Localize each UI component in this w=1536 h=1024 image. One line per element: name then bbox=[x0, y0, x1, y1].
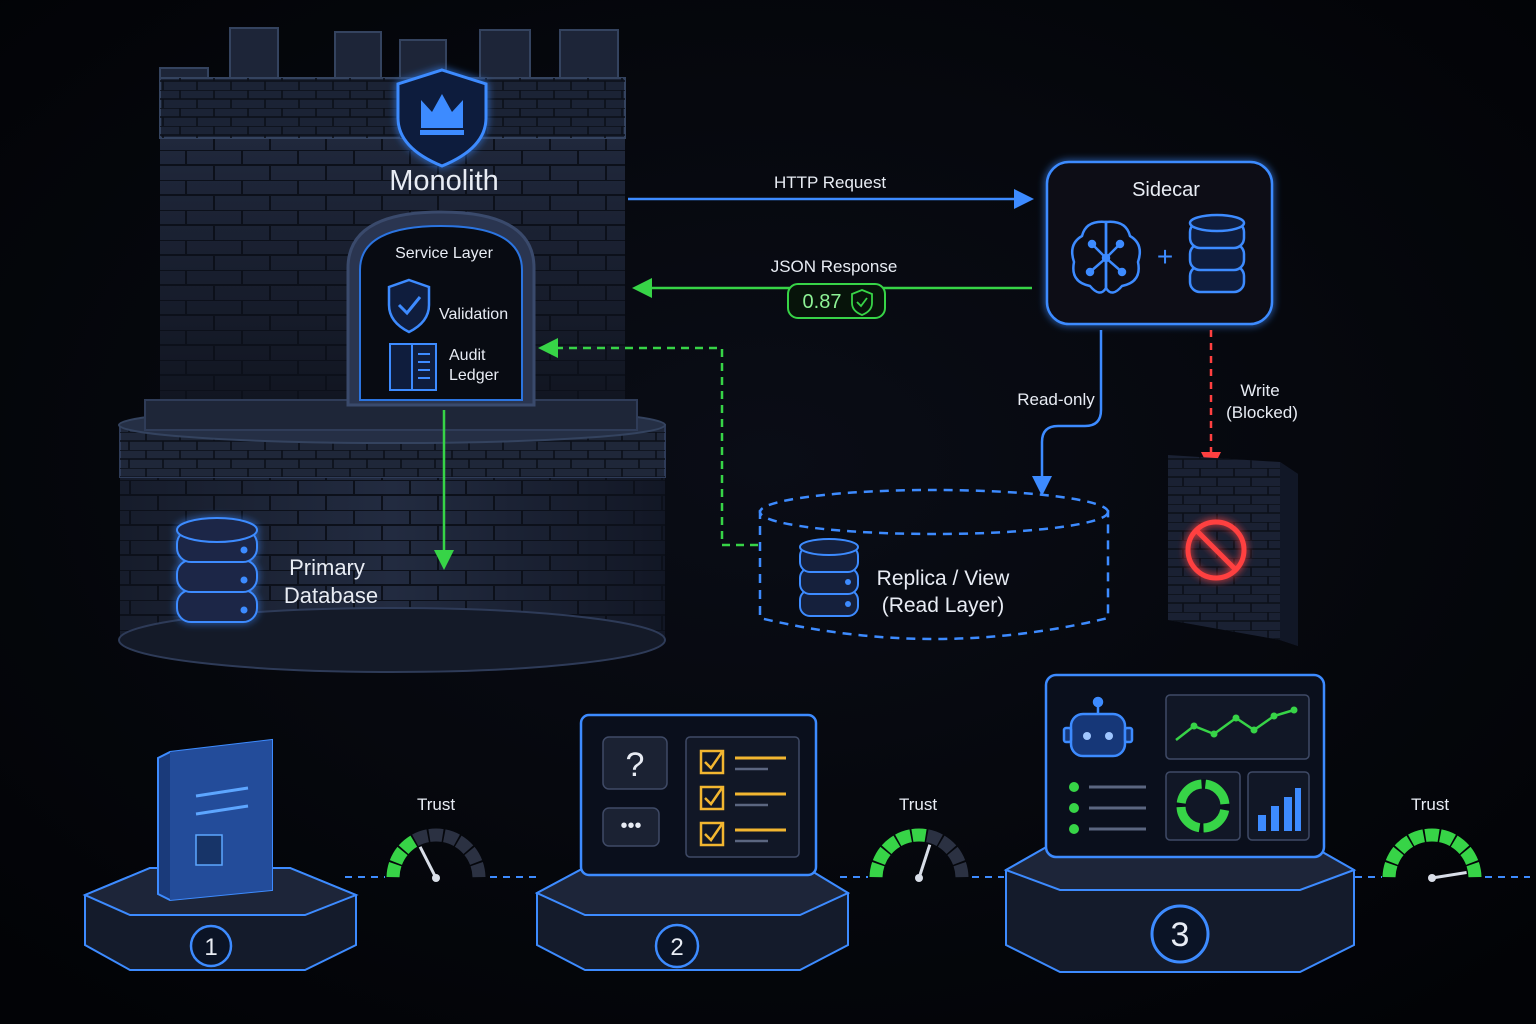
chat-dots-icon: ••• bbox=[620, 815, 641, 837]
response-score-badge: 0.87 bbox=[787, 283, 886, 319]
trust-gauge-1: Trust bbox=[386, 795, 486, 882]
trust-gauge-segment bbox=[412, 829, 430, 847]
checklist-screen-icon: ? ••• bbox=[579, 713, 818, 877]
donut-chart-icon bbox=[1176, 779, 1230, 833]
primary-database-line2: Database bbox=[284, 583, 378, 608]
trust-gauge-hub bbox=[915, 874, 923, 882]
trust-label-2: Trust bbox=[899, 795, 937, 814]
trust-gauge-segment bbox=[386, 861, 402, 878]
json-response-arrow: JSON Response 0.87 bbox=[632, 257, 1032, 319]
crown-shield-icon bbox=[396, 68, 488, 168]
trust-gauge-segment bbox=[454, 835, 474, 855]
trust-gauge-segment bbox=[947, 846, 966, 866]
read-only-arrow: Read-only bbox=[1017, 330, 1103, 496]
trust-gauge-segment bbox=[1394, 835, 1414, 855]
sidecar-plus: + bbox=[1157, 241, 1173, 272]
trust-gauge-3: Trust bbox=[1382, 795, 1482, 882]
castle-base bbox=[118, 406, 666, 673]
sidecar-box: Sidecar + bbox=[1045, 160, 1274, 326]
http-request-arrow: HTTP Request bbox=[628, 173, 1034, 209]
document-book-icon bbox=[157, 738, 273, 902]
trust-gauge-segment bbox=[895, 829, 913, 847]
trust-gauge-segment bbox=[470, 861, 486, 878]
read-only-label: Read-only bbox=[1017, 390, 1095, 409]
trust-gauge-hub bbox=[432, 874, 440, 882]
stage-2-pedestal bbox=[534, 869, 851, 971]
blocked-icon bbox=[1185, 519, 1247, 581]
monolith-castle: Monolith Service Layer Validation Audit … bbox=[118, 27, 666, 673]
trust-gauge-needle bbox=[1431, 871, 1467, 880]
stage-1-number-badge: 1 bbox=[189, 924, 233, 968]
write-blocked-arrow: Write (Blocked) bbox=[1201, 330, 1298, 472]
trust-gauge-segment bbox=[1438, 829, 1456, 847]
checklist-check-icons bbox=[699, 749, 725, 847]
trust-gauge-segment bbox=[389, 846, 408, 866]
write-label-line1: Write bbox=[1240, 381, 1279, 400]
trust-gauge-segment bbox=[925, 829, 943, 847]
primary-database-line1: Primary bbox=[289, 555, 365, 580]
validation-shield-icon bbox=[387, 278, 431, 334]
stage-2-number-badge: 2 bbox=[654, 923, 700, 969]
trust-gauge-segment bbox=[1408, 829, 1426, 847]
trust-gauge-segment bbox=[1450, 835, 1470, 855]
list-items-icon bbox=[1069, 782, 1146, 834]
stage-1: 1 bbox=[82, 738, 359, 971]
audit-ledger-book-icon bbox=[389, 343, 437, 391]
stage-3-number: 3 bbox=[1171, 916, 1190, 954]
trust-gauge-2: Trust bbox=[869, 795, 969, 882]
trust-gauge-segment bbox=[428, 828, 444, 842]
trust-gauge-segment bbox=[953, 861, 969, 878]
database-icon bbox=[1188, 213, 1246, 294]
trust-gauge-segment bbox=[1385, 846, 1404, 866]
trust-gauge-segment bbox=[464, 846, 483, 866]
stage-2: ? ••• 2 bbox=[534, 713, 851, 971]
trust-gauge-hub bbox=[1428, 874, 1436, 882]
trust-gauge-segment bbox=[911, 828, 927, 842]
question-icon: ? bbox=[626, 746, 645, 784]
sidecar-title: Sidecar bbox=[1132, 179, 1200, 201]
audit-dashed-arrow bbox=[538, 338, 758, 547]
trust-gauge-segment bbox=[1424, 828, 1440, 842]
trust-gauge-needle bbox=[917, 844, 932, 879]
service-layer-title: Service Layer bbox=[395, 245, 493, 262]
trust-gauge-segment bbox=[881, 835, 901, 855]
trust-gauge-segment bbox=[937, 835, 957, 855]
robot-icon bbox=[1062, 696, 1134, 758]
primary-database-icon bbox=[176, 517, 258, 623]
trust-gauge-segment bbox=[869, 861, 885, 878]
trust-gauge-segment bbox=[442, 829, 460, 847]
trust-gauge-segment bbox=[1382, 861, 1398, 878]
monolith-title: Monolith bbox=[389, 165, 499, 197]
trust-gauge-segment bbox=[872, 846, 891, 866]
brain-icon bbox=[1071, 220, 1141, 294]
stage-1-number: 1 bbox=[204, 934, 217, 961]
bar-chart-icon bbox=[1258, 788, 1301, 831]
dashboard-screen-icon bbox=[1044, 673, 1326, 859]
blocked-firewall bbox=[1168, 455, 1298, 646]
verified-check-icon bbox=[851, 289, 873, 316]
trust-gauge-segment bbox=[398, 835, 418, 855]
write-label-line2: (Blocked) bbox=[1226, 403, 1298, 422]
trust-gauge-needle bbox=[418, 846, 438, 879]
json-response-label: JSON Response bbox=[771, 257, 898, 276]
audit-label-line2: Ledger bbox=[449, 367, 499, 384]
stage-3-number-badge: 3 bbox=[1150, 904, 1210, 964]
trust-gauge-segment bbox=[1460, 846, 1479, 866]
replica-database-icon bbox=[799, 538, 859, 617]
service-layer-gate: Service Layer Validation Audit Ledger bbox=[346, 210, 536, 407]
audit-label-line1: Audit bbox=[449, 347, 486, 364]
replica-label-line2: (Read Layer) bbox=[882, 594, 1005, 617]
trust-label-1: Trust bbox=[417, 795, 455, 814]
response-score: 0.87 bbox=[803, 291, 842, 313]
stage-2-number: 2 bbox=[670, 934, 683, 961]
trust-label-3: Trust bbox=[1411, 795, 1449, 814]
stage-3: 3 bbox=[1003, 673, 1357, 973]
http-request-label: HTTP Request bbox=[774, 173, 886, 192]
validation-label: Validation bbox=[439, 306, 508, 323]
replica-label-line1: Replica / View bbox=[877, 567, 1011, 590]
replica-view: Replica / View (Read Layer) bbox=[758, 488, 1110, 641]
trust-gauge-segment bbox=[1466, 861, 1482, 878]
